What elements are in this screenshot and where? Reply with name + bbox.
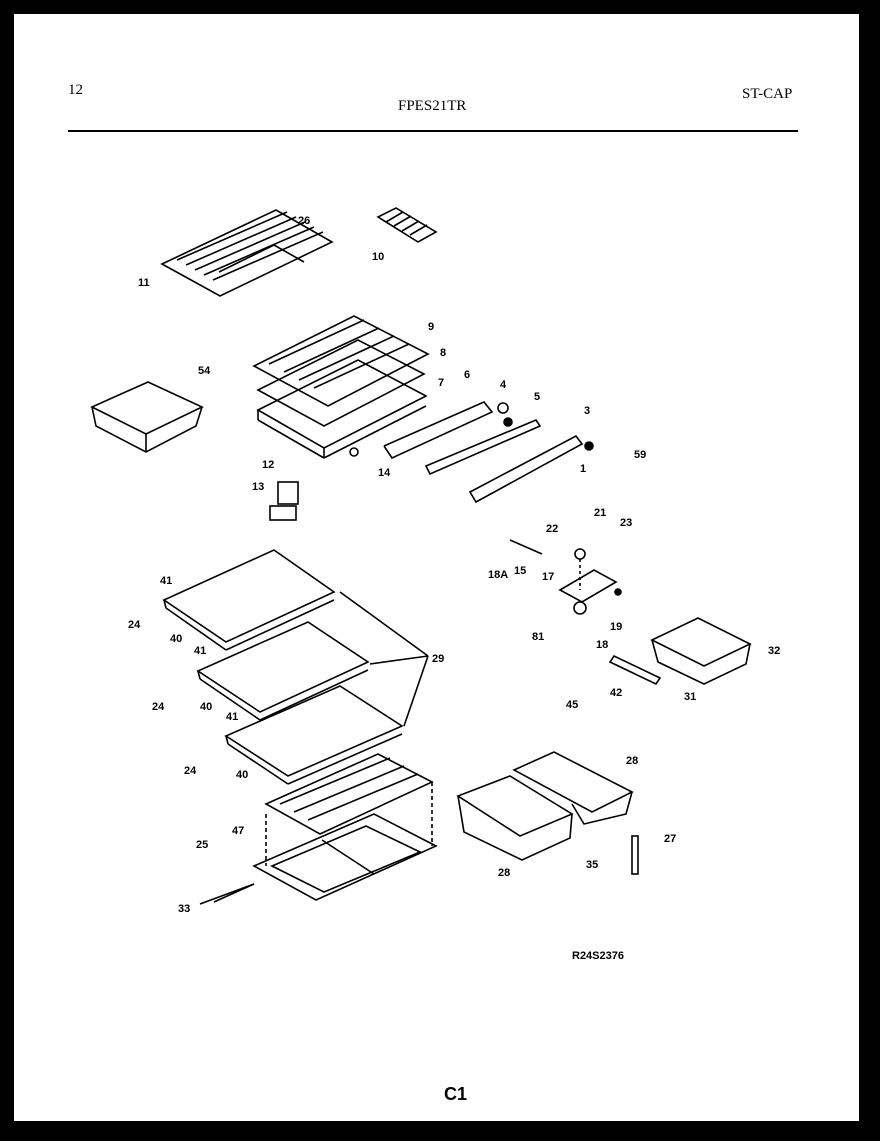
callout-label: 7 [438,377,444,389]
callout-label: 41 [194,645,206,657]
part-callouts: 26 11 10 9 8 54 6 7 4 5 3 14 59 1 12 13 … [128,215,780,915]
header-rule [68,130,798,132]
callout-label: 26 [298,215,310,227]
pan-32-drawing [650,617,752,685]
rail-42-drawing [608,654,662,686]
drawing-id: R24S2376 [572,950,624,962]
part-33-drawing [199,883,255,905]
rails-drawing [349,401,594,504]
wire-shelf-drawing [160,209,334,297]
callout-label: 23 [620,517,632,529]
glass-shelves-drawing [162,549,429,785]
bin-54-drawing [90,381,204,453]
exploded-parts-diagram: 26 11 10 9 8 54 6 7 4 5 3 14 59 1 12 13 … [90,207,780,915]
callout-label: 28 [498,867,510,879]
callout-label: 10 [372,251,384,263]
section-label: C1 [444,1084,468,1104]
callout-label: 3 [584,405,590,417]
callout-label: 40 [170,633,182,645]
callout-label: 59 [634,449,646,461]
callout-label: 11 [138,277,150,289]
crisper-frame-drawing [213,753,438,903]
callout-label: 47 [232,825,244,837]
callout-label: 17 [542,571,554,583]
callout-label: 33 [178,903,190,915]
callout-label: 25 [196,839,208,851]
callout-label: 15 [514,565,526,577]
callout-label: 4 [500,379,507,391]
callout-label: 81 [532,631,544,643]
callout-label: 19 [610,621,622,633]
page-number: 12 [68,82,83,98]
callout-label: 6 [464,369,470,381]
callout-label: 32 [768,645,780,657]
callout-label: 31 [684,691,696,703]
grille-drawing [376,207,438,243]
callout-label: 13 [252,481,264,493]
part-27-drawing [631,835,639,875]
callout-label: 8 [440,347,446,359]
callout-label: 22 [546,523,558,535]
callout-label: 28 [626,755,638,767]
callout-label: 54 [198,365,211,377]
callout-label: 45 [566,699,578,711]
callout-label: 41 [160,575,172,587]
cover-stack-drawing [252,315,430,459]
callout-label: 40 [200,701,212,713]
callout-label: 24 [152,701,165,713]
callout-label: 29 [432,653,444,665]
callout-label: 41 [226,711,238,723]
callout-label: 35 [586,859,598,871]
control-assembly-drawing [509,539,622,615]
callout-label: 24 [128,619,141,631]
catalog-code: ST-CAP [742,86,793,102]
callout-label: 5 [534,391,540,403]
model-number: FPES21TR [398,98,467,114]
callout-label: 14 [378,467,391,479]
callout-label: 40 [236,769,248,781]
callout-label: 27 [664,833,676,845]
callout-label: 18A [488,569,508,581]
callout-label: 24 [184,765,197,777]
callout-label: 9 [428,321,434,333]
callout-label: 21 [594,507,606,519]
damper-drawing [269,481,299,521]
callout-label: 18 [596,639,608,651]
parts-sheet: 12 FPES21TR ST-CAP [14,14,859,1121]
callout-label: 12 [262,459,274,471]
callout-label: 42 [610,687,622,699]
crisper-drawers-drawing [456,751,634,861]
callout-label: 1 [580,463,586,475]
